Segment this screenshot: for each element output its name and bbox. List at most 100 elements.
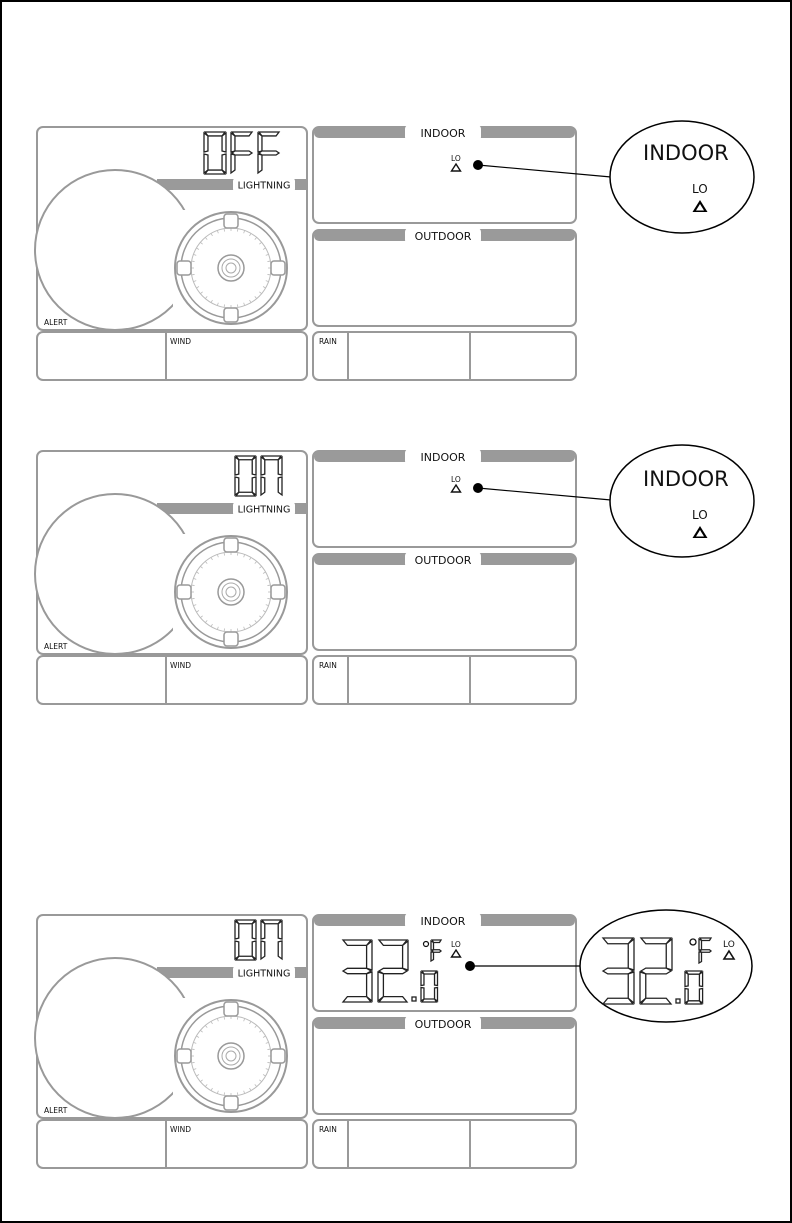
outdoor-panel (313, 230, 576, 326)
compass-tick (192, 274, 195, 275)
indoor-header: INDOOR (421, 127, 466, 140)
figure-lightning-on: LIGHTNING ALERT WIND INDOOR LO OUTDOOR R… (0, 444, 792, 714)
outdoor-panel (313, 554, 576, 650)
alert-label: ALERT (44, 1106, 68, 1115)
lcd-segment (232, 151, 252, 155)
lcd-segment (379, 968, 407, 973)
compass-tick (237, 229, 238, 232)
figure-indoor-temperature: LIGHTNING ALERT WIND INDOOR LO OUTDOOR R… (0, 908, 792, 1178)
compass-tick (267, 1049, 270, 1050)
lcd-segment (261, 457, 265, 475)
rain-panel (313, 1120, 576, 1168)
lcd-segment (700, 950, 711, 953)
compass-direction-box (177, 261, 191, 275)
compass-tick (267, 261, 270, 262)
compass-tick (267, 1062, 270, 1063)
compass-direction-box (224, 1096, 238, 1110)
lcd-segment (641, 998, 671, 1004)
lcd-decimal-point (412, 997, 416, 1001)
compass-tick (224, 229, 225, 232)
wind-label: WIND (170, 661, 191, 670)
lcd-segment (431, 952, 434, 961)
lcd-segment (432, 950, 441, 953)
lcd-segment (235, 477, 239, 495)
lcd-segment (204, 154, 208, 173)
lcd-segment (403, 941, 408, 970)
lcd-segment (204, 133, 208, 152)
compass-tick (267, 585, 270, 586)
lcd-segment (259, 151, 279, 155)
compass-direction-box (271, 1049, 285, 1063)
zoom-bubble (610, 445, 754, 557)
wind-compass (173, 210, 287, 326)
large-gauge-circle (35, 958, 195, 1118)
wind-compass (173, 998, 287, 1114)
compass-direction-box (224, 538, 238, 552)
wind-label: WIND (170, 1125, 191, 1134)
compass-tick (237, 553, 238, 556)
lcd-segment (699, 939, 702, 950)
lcd-segment (379, 997, 407, 1002)
lcd-segment (235, 921, 239, 939)
compass-tick (192, 598, 195, 599)
compass-direction-box (177, 585, 191, 599)
compass-direction-box (224, 632, 238, 646)
rain-panel (313, 656, 576, 704)
lcd-segment (685, 989, 688, 1004)
lcd-segment (603, 998, 633, 1004)
alert-label: ALERT (44, 642, 68, 651)
zoom-lo-label: LO (692, 182, 708, 196)
lcd-segment (421, 988, 424, 1002)
lcd-segment (343, 968, 371, 973)
rain-label: RAIN (319, 1125, 337, 1134)
compass-tick (224, 304, 225, 307)
large-gauge-circle (35, 494, 195, 654)
lightning-label: LIGHTNING (238, 505, 291, 516)
lcd-segment (258, 133, 262, 152)
lcd-segment (699, 972, 702, 987)
large-gauge-circle (35, 170, 195, 330)
zoom-bubble (610, 121, 754, 233)
lcd-segment (235, 457, 239, 475)
outdoor-header: OUTDOOR (415, 554, 472, 567)
lcd-segment (666, 939, 672, 970)
compass-tick (237, 628, 238, 631)
lcd-segment (258, 154, 262, 173)
indoor-header: INDOOR (421, 451, 466, 464)
rain-label: RAIN (319, 661, 337, 670)
compass-tick (224, 1092, 225, 1095)
compass-tick (224, 553, 225, 556)
compass-tick (267, 274, 270, 275)
lo-label: LO (451, 940, 461, 949)
rain-label: RAIN (319, 337, 337, 346)
compass-tick (192, 261, 195, 262)
lcd-segment (278, 457, 282, 475)
lcd-segment (261, 477, 265, 495)
indoor-header: INDOOR (421, 915, 466, 928)
lcd-decimal-point (676, 999, 680, 1003)
lcd-segment (231, 133, 235, 152)
lo-label: LO (451, 475, 461, 484)
compass-tick (237, 1092, 238, 1095)
lcd-segment (421, 972, 424, 986)
lcd-segment (628, 939, 634, 970)
lcd-segment (261, 921, 265, 939)
wind-label: WIND (170, 337, 191, 346)
compass-tick (237, 1017, 238, 1020)
compass-direction-box (224, 214, 238, 228)
figure-lightning-off: LIGHTNING ALERT WIND INDOOR LO OUTDOOR R… (0, 120, 792, 390)
compass-direction-box (271, 585, 285, 599)
indoor-panel (313, 451, 576, 547)
compass-tick (224, 1017, 225, 1020)
compass-direction-box (177, 1049, 191, 1063)
lcd-segment (252, 457, 256, 475)
compass-tick (192, 585, 195, 586)
zoom-lo-label: LO (692, 508, 708, 522)
lcd-segment (231, 154, 235, 173)
rain-panel (313, 332, 576, 380)
lo-label: LO (451, 154, 461, 163)
lcd-segment (235, 941, 239, 959)
lightning-label: LIGHTNING (238, 181, 291, 192)
alert-label: ALERT (44, 318, 68, 327)
compass-tick (267, 598, 270, 599)
